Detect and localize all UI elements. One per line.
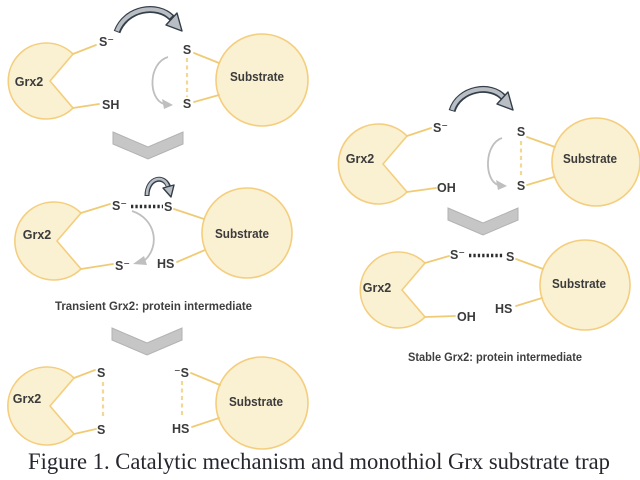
thiol-group-label: HS (495, 302, 512, 316)
substrate-circle (215, 356, 309, 450)
thiol-bond-line (73, 369, 96, 379)
electron-transfer-arrowhead-icon (133, 256, 147, 265)
thiol-bond-line (526, 136, 556, 148)
reaction-arrowhead-icon (165, 12, 183, 32)
thiol-group-label: S (164, 200, 172, 214)
panel-monothiol-step2: Grx2 S⁻ S OH HS Substrate Stable Grx2: p… (359, 239, 631, 364)
grx2-label: Grx2 (15, 75, 44, 89)
thiol-group-label: S (183, 43, 191, 57)
thiol-bond-line (406, 187, 437, 193)
substrate-label: Substrate (552, 277, 606, 291)
panel-caption: Stable Grx2: protein intermediate (408, 352, 582, 364)
thiol-bond-line (80, 263, 114, 270)
thiol-group-label: S⁻ (115, 259, 130, 273)
thiol-bond-line (424, 315, 456, 318)
thiol-group-label: S (506, 250, 514, 264)
figure-caption: Figure 1. Catalytic mechanism and monoth… (28, 449, 610, 474)
substrate-circle (539, 239, 631, 331)
thiol-group-label: S (183, 97, 191, 111)
substrate-label: Substrate (563, 152, 617, 166)
thiol-bond-line (72, 103, 100, 109)
thiol-bond-line (176, 249, 206, 263)
thiol-group-label: S (517, 179, 525, 193)
thiol-group-label: S⁻ (112, 199, 127, 213)
thiol-bond-line (190, 372, 221, 386)
thiol-group-label: S (97, 366, 105, 380)
grx2-protein-shape (7, 366, 76, 446)
grx2-protein-shape (7, 42, 75, 120)
panel-dithiol-step3: Grx2 S S ⁻S HS Substrate (7, 356, 309, 450)
thiol-group-label: S⁻ (99, 35, 114, 49)
electron-transfer-arrow (151, 56, 169, 105)
thiol-bond-line (191, 417, 220, 428)
substrate-circle (201, 187, 293, 279)
electron-transfer-arrowhead-icon (162, 99, 173, 109)
electron-transfer-arrow (487, 137, 503, 186)
substrate-circle (215, 33, 309, 127)
thiol-group-label: S⁻ (450, 248, 465, 262)
substrate-label: Substrate (229, 395, 283, 409)
thiol-group-label: OH (437, 181, 456, 195)
thiol-bond-line (193, 52, 220, 64)
step-chevron-icon (111, 327, 183, 356)
grx2-protein-shape (14, 201, 83, 281)
thiol-group-label: HS (172, 422, 189, 436)
substrate-label: Substrate (230, 70, 284, 84)
electron-transfer-arrowhead-icon (496, 180, 507, 190)
panel-monothiol-step1: Grx2 S⁻ OH S S Substrate (337, 86, 640, 207)
thiol-group-label: S (97, 423, 105, 437)
thiol-bond-line (406, 127, 432, 137)
reaction-arrowhead-icon (496, 91, 514, 111)
panel-dithiol-step2: Grx2 S⁻ S S⁻ HS Substrate Transient Grx2… (14, 176, 293, 313)
thiol-bond-line (173, 208, 205, 220)
thiol-group-label: S (517, 125, 525, 139)
thiol-bond-line (80, 203, 111, 214)
thiol-bond-line (515, 297, 543, 307)
thiol-bond-line (424, 255, 450, 264)
grx2-label: Grx2 (13, 392, 42, 406)
grx2-label: Grx2 (23, 228, 52, 242)
grx2-protein-shape (359, 251, 427, 329)
grx2-label: Grx2 (363, 281, 392, 295)
reaction-arrow-body (115, 7, 173, 32)
reaction-arrow-body (450, 87, 505, 111)
thiol-bond-line (515, 258, 544, 270)
step-chevron-icon (112, 131, 184, 160)
thiol-bond-line (72, 44, 97, 55)
electron-transfer-arrow (131, 210, 155, 261)
thiol-group-label: S⁻ (433, 121, 448, 135)
substrate-label: Substrate (215, 227, 269, 241)
step-chevron-icon (447, 207, 519, 236)
thiol-group-label: ⁻S (174, 366, 189, 380)
thiol-group-label: OH (457, 310, 476, 324)
panel-dithiol-step1: Grx2 S⁻ SH S S Substrate (7, 6, 309, 127)
thiol-bond-line (73, 428, 97, 435)
grx2-protein-shape (337, 123, 409, 205)
thiol-group-label: SH (102, 98, 119, 112)
reaction-arrow-body (145, 177, 170, 196)
reaction-arrowhead-icon (162, 184, 175, 198)
substrate-circle (551, 117, 640, 207)
thiol-bond-line (193, 94, 220, 103)
thiol-bond-line (526, 176, 555, 186)
thiol-group-label: HS (157, 257, 174, 271)
panel-caption: Transient Grx2: protein intermediate (55, 301, 252, 313)
grx2-label: Grx2 (346, 152, 375, 166)
